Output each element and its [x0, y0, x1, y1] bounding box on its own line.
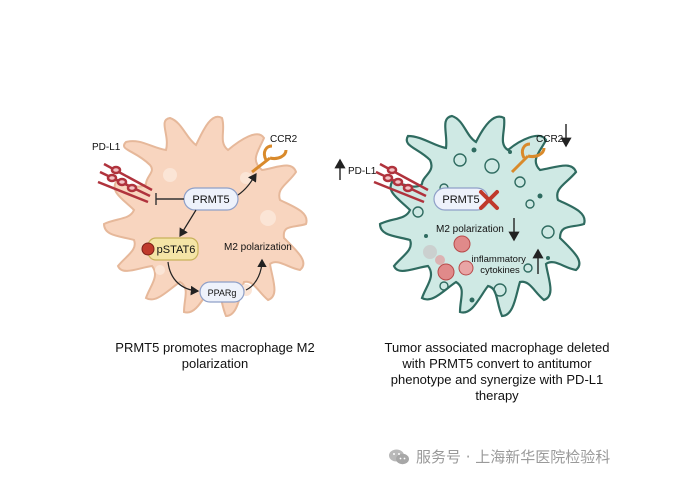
cytokine-granules — [423, 235, 474, 281]
prmt5-label-left: PRMT5 — [192, 194, 229, 206]
watermark-text: 服务号 · 上海新华医院检验科 — [416, 448, 611, 466]
prmt5-node-right: PRMT5 — [433, 187, 489, 211]
arrow-prmt5-to-pstat6 — [179, 209, 197, 238]
pparg-node: PPARg — [199, 281, 245, 303]
tam-vesicles — [412, 153, 555, 297]
ccr2-label-right: CCR2 — [536, 134, 564, 145]
prmt5-label-right: PRMT5 — [442, 194, 479, 206]
ccr2-receptor-left — [251, 144, 288, 174]
prmt5-node-left: PRMT5 — [183, 187, 239, 211]
m2-cell-body — [102, 115, 308, 318]
pdl1-label-right: PD-L1 — [348, 166, 377, 177]
m2-polarization-label-right: M2 polarization — [436, 224, 504, 235]
m2-polarization-label-left: M2 polarization — [224, 242, 292, 253]
tam-dots — [424, 147, 550, 303]
pdl1-label-left: PD-L1 — [92, 142, 121, 153]
pstat6-node: pSTAT6 — [141, 237, 199, 261]
wechat-icon — [389, 449, 409, 464]
caption-right: Tumor associated macrophage deleted with… — [384, 340, 610, 403]
caption-left: PRMT5 promotes macrophage M2 polarizatio… — [115, 340, 315, 371]
deletion-x-icon — [479, 190, 499, 210]
ccr2-receptor-right — [510, 142, 546, 174]
pdl1-receptor-left — [97, 162, 153, 204]
arrow-pstat6-to-pparg — [167, 261, 200, 296]
arrow-pparg-to-m2 — [245, 258, 267, 291]
watermark: 服务号 · 上海新华医院检验科 — [388, 446, 610, 467]
tam-cell-body — [378, 114, 586, 318]
phospho-icon — [141, 242, 155, 256]
pdl1-receptor-right — [373, 162, 429, 204]
inhibition-line — [155, 193, 184, 205]
arrow-prmt5-to-ccr2 — [237, 173, 257, 196]
pstat6-label: pSTAT6 — [157, 244, 196, 256]
ccr2-label-left: CCR2 — [270, 134, 298, 145]
cytokines-label: inflammatory cytokines — [471, 254, 528, 276]
tam-cell — [378, 114, 586, 318]
pparg-label: PPARg — [208, 288, 237, 298]
